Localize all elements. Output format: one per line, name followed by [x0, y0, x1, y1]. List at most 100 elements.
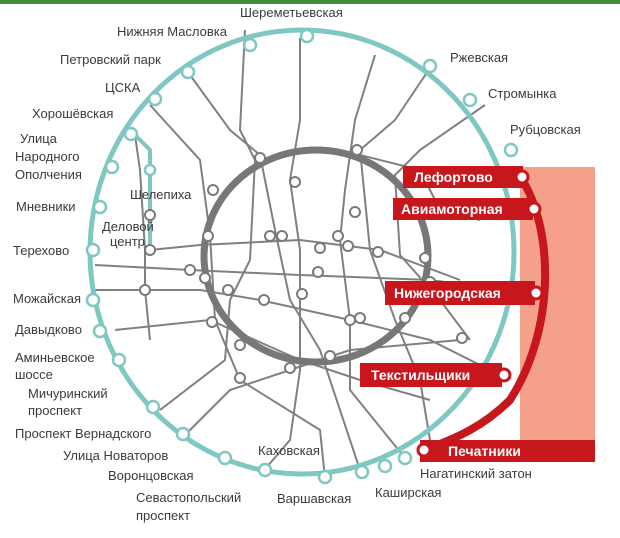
station-marker[interactable]: [296, 288, 308, 300]
station-label: Деловой: [102, 219, 154, 234]
station-marker[interactable]: [344, 314, 356, 326]
station-marker[interactable]: [314, 242, 326, 254]
station-marker[interactable]: [234, 372, 246, 384]
station-label: Стромынка: [488, 86, 557, 101]
station-marker-aviamotornaya[interactable]: [526, 201, 542, 217]
station-label-bg: [360, 363, 502, 387]
station-marker[interactable]: [289, 176, 301, 188]
station-marker[interactable]: [422, 58, 438, 74]
radial-line: [189, 74, 361, 471]
station-marker[interactable]: [92, 323, 108, 339]
station-label: Ржевская: [450, 50, 508, 65]
station-marker[interactable]: [503, 142, 519, 158]
station-label-bg: [385, 281, 535, 305]
station-marker[interactable]: [349, 206, 361, 218]
station-marker[interactable]: [123, 126, 139, 142]
station-marker[interactable]: [206, 316, 218, 328]
station-marker[interactable]: [284, 362, 296, 374]
station-marker[interactable]: [399, 312, 411, 324]
station-label: Мичуринский: [28, 386, 108, 401]
station-marker[interactable]: [377, 458, 393, 474]
station-label: Можайская: [13, 291, 81, 306]
station-label: Нагатинский затон: [420, 466, 532, 481]
radial-line: [114, 318, 431, 401]
station-label: Рубцовская: [510, 122, 581, 137]
station-marker[interactable]: [143, 163, 157, 177]
station-marker[interactable]: [85, 242, 101, 258]
station-marker[interactable]: [234, 339, 246, 351]
station-marker[interactable]: [85, 292, 101, 308]
station-marker-lefortovo[interactable]: [514, 169, 530, 185]
station-marker[interactable]: [354, 464, 370, 480]
station-marker[interactable]: [264, 230, 276, 242]
station-marker[interactable]: [144, 244, 156, 256]
station-label: Давыдково: [15, 322, 82, 337]
top-accent-bar: [0, 0, 620, 4]
station-label: Народного: [15, 149, 79, 164]
station-marker[interactable]: [180, 64, 196, 80]
station-marker[interactable]: [419, 252, 431, 264]
outer-station-labels: Шереметьевская Нижняя Масловка Петровски…: [13, 5, 581, 523]
station-marker[interactable]: [175, 426, 191, 442]
station-marker[interactable]: [351, 144, 363, 156]
station-label: Воронцовская: [108, 468, 194, 483]
station-label: Нижняя Масловка: [117, 24, 228, 39]
station-label: Шелепиха: [130, 187, 192, 202]
station-marker[interactable]: [462, 92, 478, 108]
station-marker[interactable]: [202, 230, 214, 242]
station-label-nizhegorodskaya[interactable]: Нижегородская: [394, 285, 501, 301]
station-marker[interactable]: [456, 332, 468, 344]
station-marker[interactable]: [207, 184, 219, 196]
station-marker-tekstilshchiki[interactable]: [496, 367, 512, 383]
station-label: Терехово: [13, 243, 69, 258]
station-marker[interactable]: [342, 240, 354, 252]
station-marker[interactable]: [397, 450, 413, 466]
station-marker[interactable]: [354, 312, 366, 324]
radial-line: [95, 289, 501, 376]
station-label-bg: [420, 440, 595, 462]
station-marker[interactable]: [199, 272, 211, 284]
station-marker[interactable]: [317, 469, 333, 485]
station-marker[interactable]: [139, 284, 151, 296]
station-marker[interactable]: [104, 159, 120, 175]
station-marker[interactable]: [242, 37, 258, 53]
station-marker[interactable]: [257, 462, 273, 478]
station-marker[interactable]: [147, 91, 163, 107]
inner-stations: [139, 144, 468, 384]
station-marker[interactable]: [144, 209, 156, 221]
station-label-tekstilshchiki[interactable]: Текстильщики: [371, 367, 470, 383]
station-label: Мневники: [16, 199, 76, 214]
station-marker[interactable]: [372, 246, 384, 258]
station-label: Ополчения: [15, 167, 82, 182]
station-marker[interactable]: [258, 294, 270, 306]
station-marker[interactable]: [184, 264, 196, 276]
station-label-pechatniki[interactable]: Печатники: [448, 443, 521, 459]
station-marker[interactable]: [111, 352, 127, 368]
highlighted-line: [423, 173, 550, 454]
station-label: Каховская: [258, 443, 320, 458]
station-marker[interactable]: [254, 152, 266, 164]
station-label-bg: [393, 198, 533, 220]
station-label-aviamotornaya[interactable]: Авиамоторная: [401, 201, 503, 217]
station-marker[interactable]: [324, 350, 336, 362]
station-marker[interactable]: [92, 199, 108, 215]
station-label: проспект: [136, 508, 190, 523]
station-marker-pechatniki[interactable]: [416, 442, 432, 458]
station-marker[interactable]: [145, 399, 161, 415]
station-label: ЦСКА: [105, 80, 141, 95]
station-label-lefortovo[interactable]: Лефортово: [414, 169, 493, 185]
outer-ring-stations: [85, 28, 519, 485]
station-label: Аминьевское: [15, 350, 95, 365]
station-marker[interactable]: [276, 230, 288, 242]
station-label: проспект: [28, 403, 82, 418]
station-marker[interactable]: [222, 284, 234, 296]
station-label: Варшавская: [277, 491, 351, 506]
station-label: Улица Новаторов: [63, 448, 168, 463]
station-marker-nizhegorodskaya[interactable]: [528, 285, 544, 301]
station-marker[interactable]: [312, 266, 324, 278]
station-marker[interactable]: [299, 28, 315, 44]
station-marker[interactable]: [217, 450, 233, 466]
station-label: Каширская: [375, 485, 441, 500]
station-marker[interactable]: [332, 230, 344, 242]
